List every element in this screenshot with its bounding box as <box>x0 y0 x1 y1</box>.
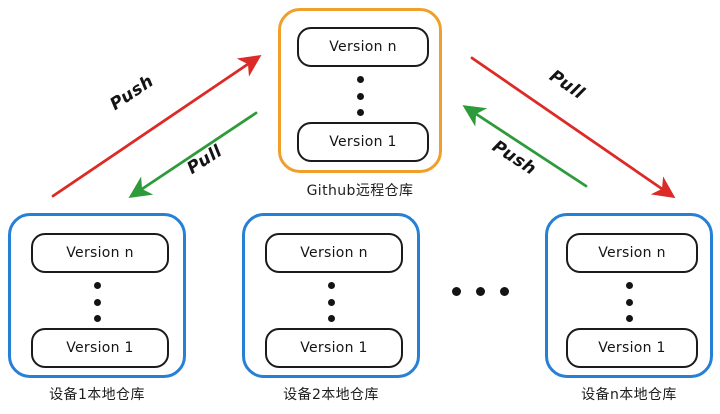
push-label-right: Push <box>488 136 540 180</box>
devices-horizontal-ellipsis <box>452 287 509 296</box>
version-card-label: Version n <box>300 245 368 261</box>
ellipsis-dot <box>356 92 364 100</box>
remote-vertical-ellipsis <box>356 76 364 116</box>
version-card-label: Version n <box>329 39 397 55</box>
remote-repository-caption: Github远程仓库 <box>306 183 414 199</box>
ellipsis-dot <box>356 109 364 116</box>
device1-vertical-ellipsis <box>93 282 101 322</box>
device2-vertical-ellipsis <box>327 282 335 322</box>
devicen-version-card-top: Version n <box>566 233 698 273</box>
remote-version-card-top: Version n <box>297 27 429 67</box>
push-arrow-left <box>51 54 262 198</box>
version-card-label: Version n <box>66 245 134 261</box>
devicen-version-card-bottom: Version 1 <box>566 328 698 368</box>
local-repository-caption-devicen: 设备n本地仓库 <box>581 387 677 403</box>
remote-version-card-bottom: Version 1 <box>297 122 429 162</box>
ellipsis-dot <box>93 298 101 306</box>
pull-label-left: Pull <box>183 141 227 179</box>
pull-label-right: Pull <box>545 66 589 104</box>
ellipsis-dot <box>500 287 509 296</box>
ellipsis-dot <box>625 315 633 322</box>
ellipsis-dot <box>476 287 485 296</box>
device1-version-card-bottom: Version 1 <box>31 328 169 368</box>
device1-version-card-top: Version n <box>31 233 169 273</box>
ellipsis-dot <box>327 282 335 289</box>
ellipsis-dot <box>356 76 364 83</box>
local-repository-caption-device2: 设备2本地仓库 <box>283 387 379 403</box>
ellipsis-dot <box>625 282 633 289</box>
version-card-label: Version n <box>598 245 666 261</box>
device2-version-card-top: Version n <box>265 233 403 273</box>
version-card-label: Version 1 <box>300 340 368 356</box>
ellipsis-dot <box>327 315 335 322</box>
local-repository-box-devicen: Version n Version 1 <box>545 213 713 378</box>
ellipsis-dot <box>452 287 461 296</box>
remote-repository-box: Version n Version 1 <box>278 8 442 173</box>
version-card-label: Version 1 <box>329 134 397 150</box>
devicen-vertical-ellipsis <box>625 282 633 322</box>
ellipsis-dot <box>327 298 335 306</box>
local-repository-caption-device1: 设备1本地仓库 <box>49 387 145 403</box>
push-label-left: Push <box>106 71 158 115</box>
version-card-label: Version 1 <box>66 340 134 356</box>
ellipsis-dot <box>625 298 633 306</box>
device2-version-card-bottom: Version 1 <box>265 328 403 368</box>
local-repository-box-device1: Version n Version 1 <box>8 213 186 378</box>
ellipsis-dot <box>93 315 101 322</box>
local-repository-box-device2: Version n Version 1 <box>242 213 420 378</box>
ellipsis-dot <box>93 282 101 289</box>
version-card-label: Version 1 <box>598 340 666 356</box>
